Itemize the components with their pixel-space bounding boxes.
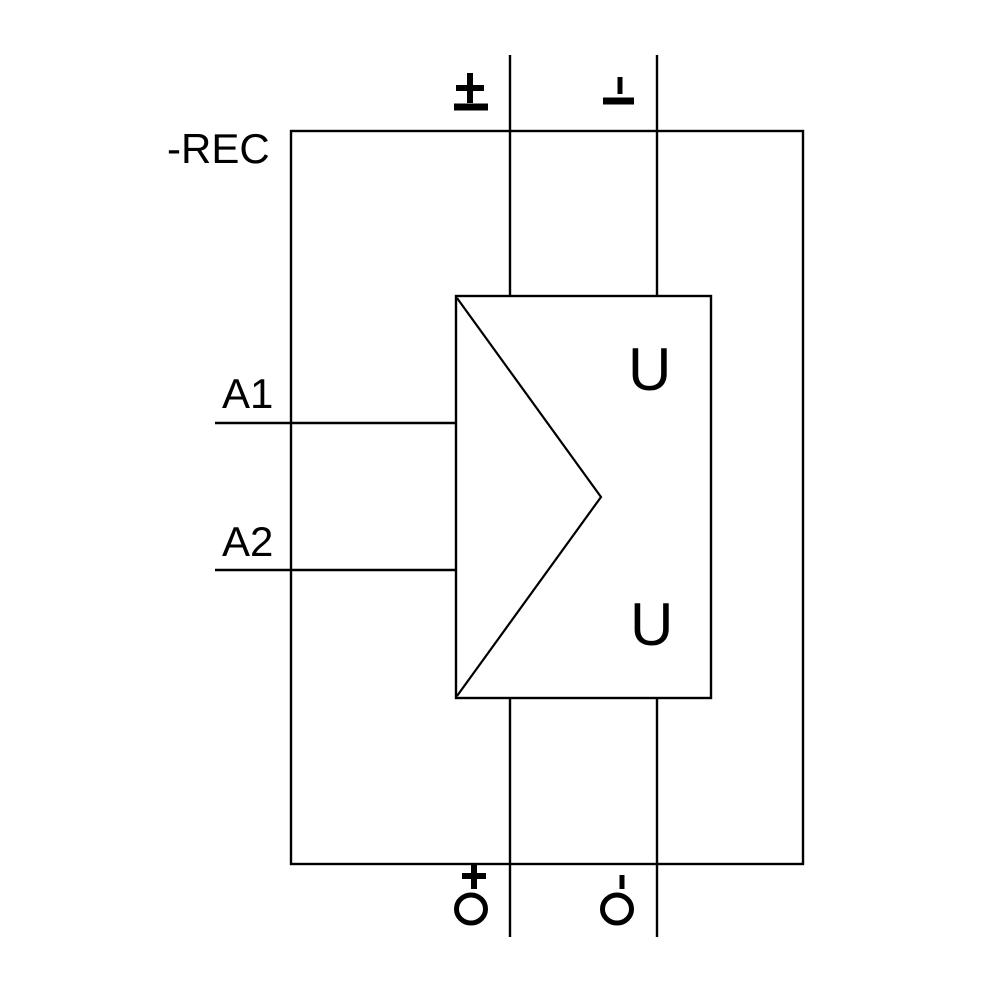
- component-designation-label: -REC: [167, 125, 270, 172]
- voltage-label-bottom: U: [630, 591, 673, 658]
- input-a1-label: A1: [222, 370, 273, 417]
- terminal-circle: [454, 892, 488, 926]
- input-a2-label: A2: [222, 518, 273, 565]
- converter-box: [454, 294, 713, 700]
- plus-underline-icon: [454, 73, 488, 111]
- minus-tick-over-circle-icon: [600, 875, 634, 926]
- minus-tick-underline-icon: [603, 77, 634, 105]
- voltage-label-top: U: [628, 336, 671, 403]
- terminal-circle: [600, 892, 634, 926]
- converter-chevron-icon: [456, 297, 603, 697]
- plus-over-circle-icon: [454, 864, 488, 926]
- outer-enclosure-rect: [289, 129, 805, 866]
